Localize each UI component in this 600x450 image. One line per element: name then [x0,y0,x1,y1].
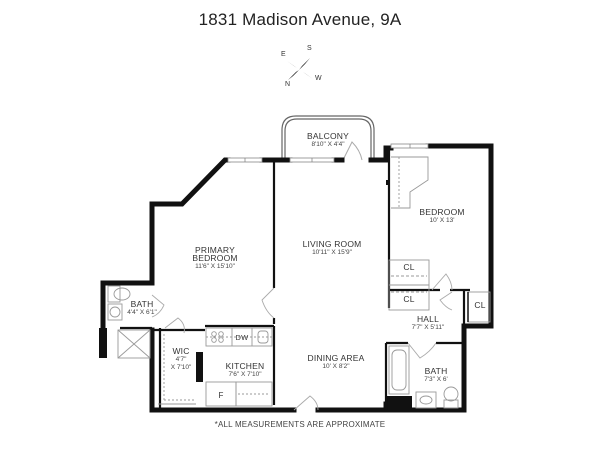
room-primary-bedroom-label-2: BEDROOM [192,253,238,263]
room-bedroom-dims: 10' X 13' [429,217,455,224]
wall-fill [386,396,412,410]
room-living-room-label: LIVING ROOM [302,239,362,249]
room-kitchen-dims: 7'6" X 7'10" [228,371,262,378]
room-balcony-label: BALCONY [306,131,350,141]
wall-fill [386,180,389,185]
compass-west-label: W [315,75,322,82]
room-primary-bedroom-dims: 11'6" X 15'10" [195,263,235,270]
compass-east-label: E [281,51,286,58]
door-swings [151,273,453,411]
wall-fill [196,352,203,382]
room-bath-2-label: BATH [424,366,448,376]
kitchen-counters [205,327,273,407]
room-wic-label: WIC [172,346,190,356]
compass-south-label: S [307,45,312,52]
room-hall-label: HALL [416,314,440,324]
room-bath-2-dims: 7'3" X 6' [424,376,448,383]
room-balcony-dims: 8'10" X 4'4" [311,141,345,148]
windows [227,143,429,163]
measurements-disclaimer: *ALL MEASUREMENTS ARE APPROXIMATE [214,420,386,429]
room-wic-dims-1: 4'7" [175,356,187,363]
room-dining-area-dims: 10' X 8'2" [322,363,350,370]
room-kitchen-label: KITCHEN [225,361,265,371]
compass-rose-icon [287,58,313,80]
room-living-room-dims: 10'11" X 15'9" [312,249,352,256]
room-primary-bath-label: BATH [130,299,154,309]
built-in-desk [391,156,429,209]
fridge-label: F [218,391,224,400]
balcony-outline [281,115,375,158]
bath2-fixtures [388,345,459,409]
compass-north-label: N [285,81,291,88]
wic-shelves [158,334,196,405]
primary-bath-fixtures [107,285,151,359]
wall-fill [99,328,107,358]
room-primary-bath-dims: 4'4" X 6'1" [127,309,157,316]
page-title: 1831 Madison Avenue, 9A [198,10,402,29]
dishwasher-label: DW [235,333,249,342]
room-wic-dims-2: X 7'10" [170,364,192,371]
room-bedroom-label: BEDROOM [419,207,465,217]
closet-shelves [388,259,491,323]
room-hall-dims: 7'7" X 5'11" [411,324,445,331]
room-dining-area-label: DINING AREA [307,353,365,363]
room-closet-1-label: CL [403,262,415,272]
room-primary-bedroom-label-1: PRIMARY [195,245,235,255]
exterior-walls [100,143,494,413]
room-closet-3-label: CL [474,300,486,310]
balcony-door-swing [342,141,363,161]
room-closet-2-label: CL [403,294,415,304]
